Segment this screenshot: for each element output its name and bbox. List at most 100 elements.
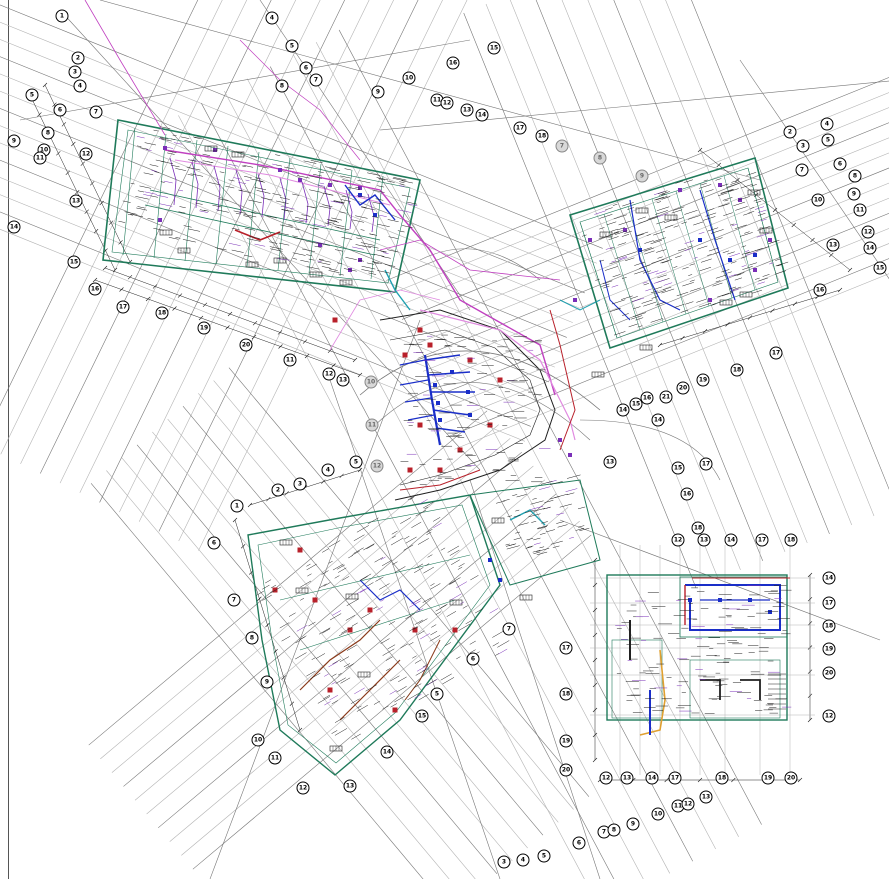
corridor-wall: [299, 599, 456, 651]
annotation-tag: [699, 266, 712, 272]
annotation-tag: [512, 494, 518, 496]
annotation-tag: [530, 500, 544, 505]
annotation-tag: [188, 228, 201, 232]
partition-wall: [675, 191, 710, 307]
annotation-tag: [394, 566, 406, 573]
grid-bubble-circle: [629, 397, 643, 411]
annotation-tag: [730, 223, 735, 226]
annotation-tag: [718, 192, 728, 197]
annotation-tag: [648, 270, 659, 275]
annotation-tag: [233, 177, 242, 180]
annotation-tag: [368, 272, 377, 275]
grid-bubble: 12: [322, 367, 336, 381]
annotation-tag: [744, 250, 750, 253]
grid-bubble: 3: [796, 139, 810, 153]
blue-branch-pipe: [407, 414, 435, 421]
brown-drain-pipe: [299, 619, 381, 691]
grid-bubble-circle: [116, 300, 130, 314]
annotation-tag: [715, 237, 723, 240]
annotation-tag: [610, 247, 615, 249]
annotation-tag: [696, 298, 707, 303]
red-fixture-marker: [412, 627, 418, 633]
annotation-tag: [294, 216, 309, 221]
grid-bubble-circle: [559, 734, 573, 748]
grid-bubble-label: 18: [787, 537, 795, 544]
grid-bubble-circle: [293, 477, 307, 491]
annotation-tag: [533, 537, 541, 541]
grid-bubble: 13: [343, 779, 357, 793]
annex-blue-loop: [685, 584, 781, 631]
grid-bubble-circle: [822, 596, 836, 610]
grid-bubble-label: 8: [280, 83, 284, 90]
annotation-tag: [281, 636, 291, 642]
grid-bubble-label: 18: [718, 775, 726, 782]
annotation-tag: [332, 610, 342, 616]
grid-bubble-label: 16: [449, 60, 457, 67]
dimension-tick: [321, 479, 326, 484]
magenta-riser: [239, 39, 361, 161]
annotation-tag: [703, 179, 708, 182]
annotation-tag: [160, 181, 165, 183]
annotation-tag: [219, 171, 225, 173]
annotation-tag: [233, 210, 246, 214]
grid-axis-line: [99, 0, 345, 503]
dimension-tick: [75, 190, 80, 195]
annotation-tag: [377, 185, 385, 188]
grid-bubble-label: 18: [562, 691, 570, 698]
annotation-tag: [278, 232, 289, 236]
grid-bubble: 9: [7, 134, 21, 148]
grid-bubble: 9: [371, 85, 385, 99]
annotation-tag: [228, 179, 235, 182]
annotation-tag: [449, 549, 460, 556]
grid-bubble: 12: [599, 771, 613, 785]
annotation-tag: [306, 266, 320, 270]
annotation-tag: [440, 673, 452, 681]
grid-bubble-label: 14: [383, 749, 391, 756]
grid-bubble: 15: [873, 261, 887, 275]
grid-bubble-label: 13: [702, 794, 710, 801]
annotation-tag: [300, 635, 307, 640]
annotation-tag: [337, 673, 342, 676]
room-tag: [309, 271, 323, 278]
annotation-tag: [605, 207, 613, 211]
grid-bubble: 9: [260, 675, 274, 689]
annotation-tag: [408, 642, 414, 646]
annotation-tag: [228, 242, 241, 246]
annotation-tag: [341, 195, 346, 198]
annotation-tag: [208, 182, 221, 186]
annotation-tag: [611, 299, 626, 305]
annotation-tag: [238, 181, 247, 185]
annotation-tag: [465, 619, 473, 625]
grid-bubble: 12: [671, 533, 685, 547]
grid-bubble: 14: [645, 771, 659, 785]
annotation-tag: [387, 644, 396, 650]
grid-bubble-circle: [466, 652, 480, 666]
annotation-tag: [203, 160, 214, 164]
grid-bubble-circle: [651, 413, 665, 427]
annotation-tag: [693, 256, 698, 259]
grid-axis-line: [433, 212, 889, 398]
grid-bubble: 17: [513, 121, 527, 135]
dimension-tick: [240, 544, 246, 549]
grid-bubble-circle: [796, 139, 810, 153]
grid-bubble-circle: [68, 65, 82, 79]
grid-bubble-circle: [89, 105, 103, 119]
grid-bubble-label: 18: [733, 367, 741, 374]
annotation-tag: [722, 197, 733, 201]
annotation-tag: [333, 200, 345, 204]
blue-fixture-marker: [728, 258, 732, 262]
annotation-tag: [657, 213, 669, 218]
grid-bubble-label: 14: [478, 112, 486, 119]
grid-bubble-label: 2: [76, 55, 80, 62]
dimension-tick: [697, 777, 703, 783]
annotation-tag: [317, 260, 322, 263]
annotation-tag: [330, 200, 344, 204]
annotation-tag: [361, 269, 375, 273]
grid-bubble: 9: [635, 169, 649, 183]
grid-bubble-label: 15: [70, 259, 78, 266]
dimension-tick: [592, 732, 598, 738]
grid-bubble-circle: [593, 151, 607, 165]
annotation-tag: [327, 221, 335, 224]
grid-bubble-label: 17: [758, 537, 766, 544]
